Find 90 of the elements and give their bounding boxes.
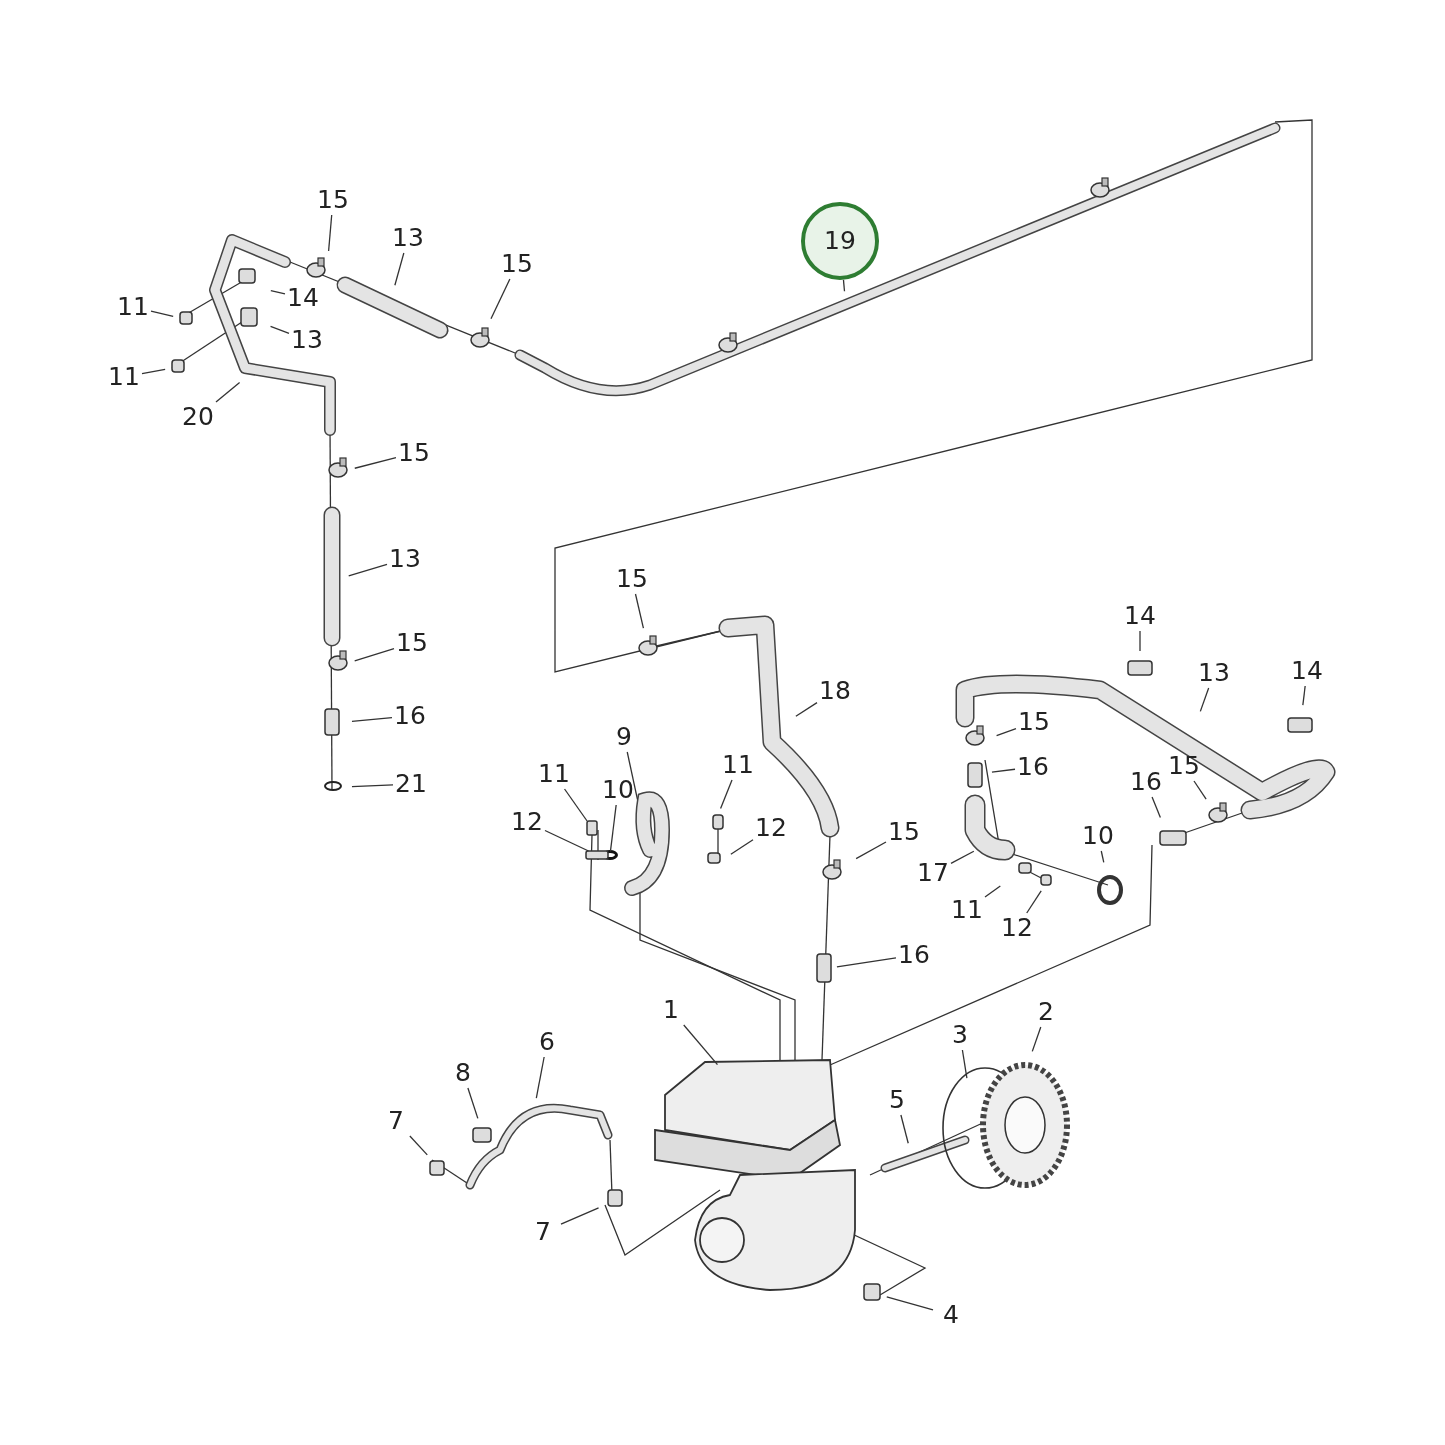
callout-number: 15: [394, 628, 430, 658]
leader-line: [1193, 780, 1207, 800]
leader-line: [855, 841, 887, 860]
leader-line: [1151, 796, 1161, 819]
leader-line: [560, 1207, 600, 1225]
callout-number: 10: [1080, 821, 1116, 851]
callout-number: 7: [525, 1217, 561, 1247]
callout-number: 14: [285, 283, 321, 313]
callout-number: 5: [879, 1085, 915, 1115]
leader-line: [683, 1024, 719, 1066]
callout-number: 15: [1016, 707, 1052, 737]
bolt-icon: [586, 820, 598, 836]
callout-number: 15: [499, 249, 535, 279]
callout-number: 15: [1166, 751, 1202, 781]
callout-number: 12: [509, 807, 545, 837]
leader-line: [719, 779, 733, 810]
leader-line: [351, 717, 393, 722]
callout-number: 20: [180, 402, 216, 432]
leader-line: [327, 214, 333, 252]
leader-line: [886, 1296, 934, 1311]
callout-number: 17: [915, 858, 951, 888]
leader-line: [836, 957, 897, 968]
leader-line: [490, 278, 511, 320]
callout-number: 12: [753, 813, 789, 843]
leader-line: [150, 310, 174, 318]
leader-line: [467, 1087, 479, 1119]
leader-line: [544, 829, 590, 852]
callout-number: 11: [949, 895, 985, 925]
callout-number: 14: [1289, 656, 1325, 686]
callout-number: 15: [614, 564, 650, 594]
callout-number: 9: [606, 722, 642, 752]
callout-number: 4: [933, 1300, 969, 1330]
leader-line: [1199, 687, 1210, 713]
callout-number: 15: [315, 185, 351, 215]
leader-line: [609, 804, 617, 853]
callout-number: 3: [942, 1020, 978, 1050]
leader-line: [354, 648, 395, 662]
leader-line: [900, 1114, 909, 1144]
leader-line: [634, 593, 645, 629]
callout-number: 11: [106, 362, 142, 392]
callout-number: 11: [115, 292, 151, 322]
leader-line: [1139, 630, 1141, 652]
callout-number: 21: [393, 769, 429, 799]
callout-number: 16: [392, 701, 428, 731]
leader-line: [270, 289, 286, 295]
callout-number: 15: [396, 438, 432, 468]
leader-line: [950, 850, 975, 865]
leader-line: [409, 1135, 428, 1156]
clip-icon: [585, 850, 609, 860]
leader-line: [730, 839, 754, 855]
leader-line: [535, 1056, 545, 1099]
leader-line: [842, 279, 846, 292]
leader-line: [348, 563, 388, 577]
callout-number: 2: [1028, 997, 1064, 1027]
leader-line: [1026, 890, 1042, 914]
callout-number: 8: [445, 1058, 481, 1088]
callout-number: 13: [387, 544, 423, 574]
leader-line: [269, 325, 290, 334]
leader-line: [354, 457, 397, 469]
callout-number: 6: [529, 1027, 565, 1057]
callout-number: 19: [801, 202, 879, 280]
callout-number: 13: [289, 325, 325, 355]
callout-number: 11: [536, 759, 572, 789]
callout-number: 15: [886, 817, 922, 847]
leader-line: [995, 727, 1017, 737]
leader-line: [1031, 1026, 1042, 1053]
leader-line: [1302, 685, 1306, 706]
callout-number: 18: [817, 676, 853, 706]
callout-number: 1: [653, 995, 689, 1025]
leader-line: [215, 381, 241, 403]
leader-line: [394, 252, 405, 286]
leader-line: [351, 784, 394, 788]
callout-number: 16: [896, 940, 932, 970]
leader-line: [795, 701, 818, 717]
callout-number: 13: [390, 223, 426, 253]
leader-line: [1100, 850, 1105, 863]
callout-number: 12: [999, 913, 1035, 943]
callout-number: 16: [1015, 752, 1051, 782]
leader-line: [141, 368, 166, 375]
callout-number: 16: [1128, 767, 1164, 797]
callout-number: 10: [600, 775, 636, 805]
callout-number: 13: [1196, 658, 1232, 688]
leader-line: [984, 885, 1001, 898]
leader-line: [961, 1049, 968, 1079]
callout-number: 14: [1122, 601, 1158, 631]
leader-line: [626, 751, 639, 801]
callout-number: 11: [720, 750, 756, 780]
leader-line: [991, 768, 1016, 773]
leader-line: [563, 788, 588, 822]
callout-number: 7: [378, 1106, 414, 1136]
